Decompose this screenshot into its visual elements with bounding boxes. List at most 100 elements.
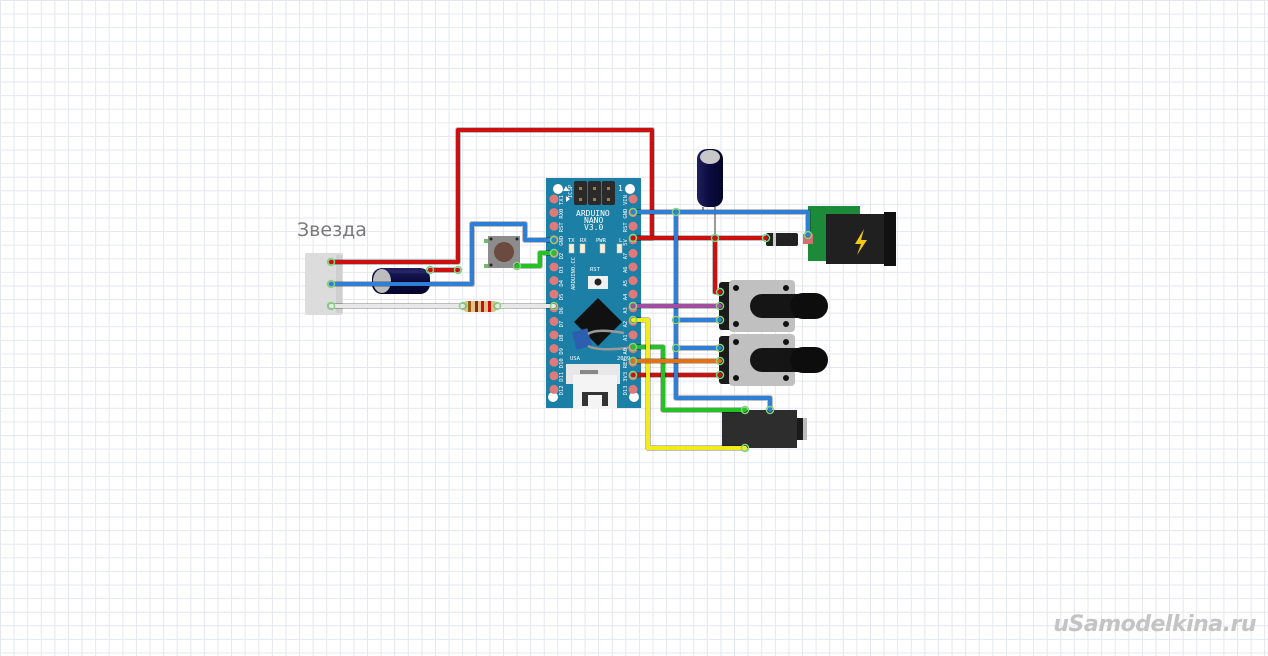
- pin-label: D11: [559, 372, 565, 382]
- wire-endpoint: [740, 405, 750, 415]
- board-name-1: ARDUINO: [576, 209, 610, 218]
- pin-d9[interactable]: [549, 344, 559, 354]
- pin-label: D6: [559, 307, 565, 314]
- arduino-nano[interactable]: 1 ICSP ARDUINO NANO V3.0 TX RX PWR L ARD…: [546, 178, 641, 409]
- wire-gnd-dcjack-shadow: [630, 209, 811, 238]
- pin-d5[interactable]: [549, 289, 559, 299]
- pin-rst[interactable]: [628, 221, 638, 231]
- icsp-pin1-label: 1: [618, 184, 623, 193]
- pin-rx0[interactable]: [549, 208, 559, 218]
- pin-label: GND: [559, 236, 565, 246]
- wire-endpoint: [628, 233, 638, 243]
- pin-label: RST: [559, 222, 565, 233]
- pin-label: D7: [559, 321, 565, 328]
- potentiometer-1[interactable]: [719, 280, 828, 332]
- wire-endpoint: [761, 233, 771, 243]
- wire-endpoint: [628, 207, 638, 217]
- wire-gnd-dcjack[interactable]: [631, 210, 810, 237]
- board-name-3: V3.0: [584, 223, 603, 232]
- wire-a2-jack[interactable]: [631, 318, 747, 450]
- pin-d12[interactable]: [549, 384, 559, 394]
- wire-endpoint: [326, 279, 336, 289]
- pin-tx1[interactable]: [549, 194, 559, 204]
- pin-label: D3: [559, 266, 565, 273]
- pin-d13[interactable]: [628, 384, 638, 394]
- led-tx-label: TX: [568, 238, 575, 244]
- pin-label: A6: [623, 266, 629, 273]
- side-brand: ARDUINO.CC: [571, 257, 577, 290]
- wire-endpoint: [715, 301, 725, 311]
- pin-a5[interactable]: [628, 276, 638, 286]
- pin-label: A1: [623, 334, 629, 341]
- reset-label: RST: [590, 267, 601, 273]
- icsp-label: ICSP: [568, 184, 574, 198]
- pin-label: D9: [559, 348, 565, 355]
- pin-a1[interactable]: [628, 330, 638, 340]
- pin-rst[interactable]: [549, 221, 559, 231]
- board-leds: TX RX PWR L: [568, 238, 623, 254]
- pin-label: A0: [623, 348, 629, 355]
- reset-button[interactable]: [588, 276, 608, 289]
- led-rx-label: RX: [580, 238, 587, 244]
- pin-label: REF: [623, 358, 629, 368]
- pin-d10[interactable]: [549, 357, 559, 367]
- pin-label: VIN: [623, 195, 629, 205]
- lightning-icon: [855, 229, 867, 255]
- wire-endpoint: [803, 230, 813, 240]
- pin-label: 5V: [623, 238, 629, 245]
- wire-endpoint: [425, 265, 435, 275]
- usb-port[interactable]: [566, 364, 620, 409]
- capacitor-left[interactable]: [372, 268, 430, 294]
- wire-endpoint: [326, 257, 336, 267]
- wire-endpoint: [628, 356, 638, 366]
- wire-endpoint: [740, 443, 750, 453]
- wire-endpoint: [458, 301, 468, 311]
- wire-star-gnd[interactable]: [329, 222, 556, 286]
- wire-endpoint: [549, 248, 559, 258]
- pin-label: RST: [623, 222, 629, 233]
- wire-endpoint: [628, 342, 638, 352]
- pin-label: D12: [559, 385, 565, 395]
- wire-button-d2[interactable]: [515, 251, 556, 268]
- wire-endpoint: [512, 261, 522, 271]
- wire-endpoint: [765, 405, 775, 415]
- potentiometer-2[interactable]: [719, 334, 828, 386]
- pin-d11[interactable]: [549, 371, 559, 381]
- icsp-header: [574, 181, 615, 205]
- wire-endpoint: [326, 301, 336, 311]
- pin-label: A2: [623, 321, 629, 328]
- dc-power-jack[interactable]: [803, 206, 896, 266]
- diode[interactable]: [766, 233, 798, 246]
- board-name-2: NANO: [584, 216, 603, 225]
- wire-5v-pot1[interactable]: [713, 236, 722, 294]
- pin-label: 3V3: [623, 372, 629, 382]
- pin-d4[interactable]: [549, 276, 559, 286]
- pin-d8[interactable]: [549, 330, 559, 340]
- wire-endpoint: [549, 235, 559, 245]
- pin-label: D10: [559, 358, 565, 368]
- transistor[interactable]: [571, 328, 635, 351]
- wire-endpoint: [628, 370, 638, 380]
- pin-label: D8: [559, 334, 565, 341]
- pin-a4[interactable]: [628, 289, 638, 299]
- star-connector-label: Звезда: [297, 219, 367, 241]
- pin-a6[interactable]: [628, 262, 638, 272]
- led-l-label: L: [619, 238, 623, 244]
- wire-endpoint: [628, 301, 638, 311]
- pin-label: GND: [623, 209, 629, 219]
- pin-vin[interactable]: [628, 194, 638, 204]
- pin-d3[interactable]: [549, 262, 559, 272]
- pin-d7[interactable]: [549, 316, 559, 326]
- capacitor-top[interactable]: [697, 149, 723, 238]
- wire-endpoint: [549, 301, 559, 311]
- wire-endpoint: [715, 315, 725, 325]
- wire-endpoint: [715, 343, 725, 353]
- audio-jack[interactable]: [722, 410, 807, 448]
- pin-a7[interactable]: [628, 248, 638, 258]
- wire-endpoint: [492, 301, 502, 311]
- wires: [326, 127, 813, 453]
- watermark: uSamodelkina.ru: [1053, 612, 1256, 637]
